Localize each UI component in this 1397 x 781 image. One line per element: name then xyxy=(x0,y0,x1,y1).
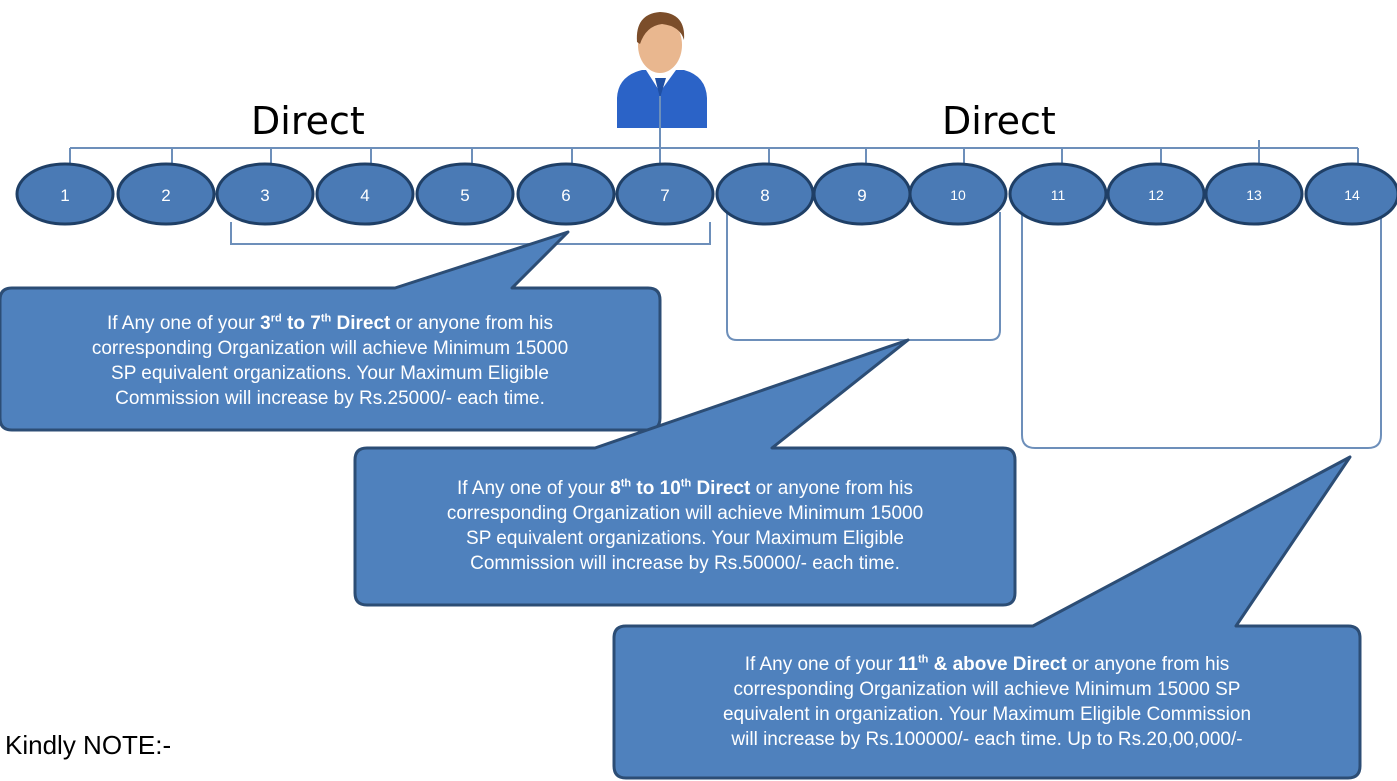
direct-label-left: Direct xyxy=(251,99,365,143)
node-13 xyxy=(1204,162,1304,226)
node-12 xyxy=(1106,162,1206,226)
node-label: 5 xyxy=(460,186,469,205)
node-label: 3 xyxy=(260,186,269,205)
node-5 xyxy=(415,162,515,226)
node-1 xyxy=(15,162,115,226)
node-label: 2 xyxy=(161,186,170,205)
node-label: 1 xyxy=(60,186,69,205)
node-7 xyxy=(615,162,715,226)
note-text: Kindly NOTE:- xyxy=(5,730,172,760)
node-label: 9 xyxy=(857,186,866,205)
node-14 xyxy=(1304,162,1397,226)
node-label: 4 xyxy=(360,186,369,205)
node-label: 8 xyxy=(760,186,769,205)
node-2 xyxy=(116,162,216,226)
bracket-8-10 xyxy=(726,212,1001,341)
node-6 xyxy=(516,162,616,226)
node-label: 14 xyxy=(1344,187,1360,203)
person-icon xyxy=(617,12,707,128)
callout-1-text: If Any one of your 3rd to 7th Direct or … xyxy=(91,312,569,409)
callout-2-shape xyxy=(353,338,1017,607)
node-label: 6 xyxy=(561,186,570,205)
brackets xyxy=(230,212,1382,449)
nodes: 1 2 3 4 5 6 7 8 9 10 11 12 13 14 xyxy=(15,162,1397,226)
bracket-11-14 xyxy=(1021,214,1382,449)
node-3 xyxy=(215,162,315,226)
callout-3-shape xyxy=(612,455,1362,780)
callout-shapes xyxy=(0,230,1362,780)
direct-label-right: Direct xyxy=(942,99,1056,143)
node-11 xyxy=(1008,162,1108,226)
node-label: 10 xyxy=(950,187,966,203)
node-label: 13 xyxy=(1246,187,1262,203)
callout-2-text: If Any one of your 8th to 10th Direct or… xyxy=(446,477,924,574)
node-label: 7 xyxy=(660,186,669,205)
node-4 xyxy=(315,162,415,226)
node-label: 12 xyxy=(1148,187,1164,203)
node-10 xyxy=(908,162,1008,226)
node-label: 11 xyxy=(1051,187,1066,203)
bracket-3-7 xyxy=(230,222,711,245)
callout-3-text: If Any one of your 11th & above Direct o… xyxy=(722,653,1252,750)
